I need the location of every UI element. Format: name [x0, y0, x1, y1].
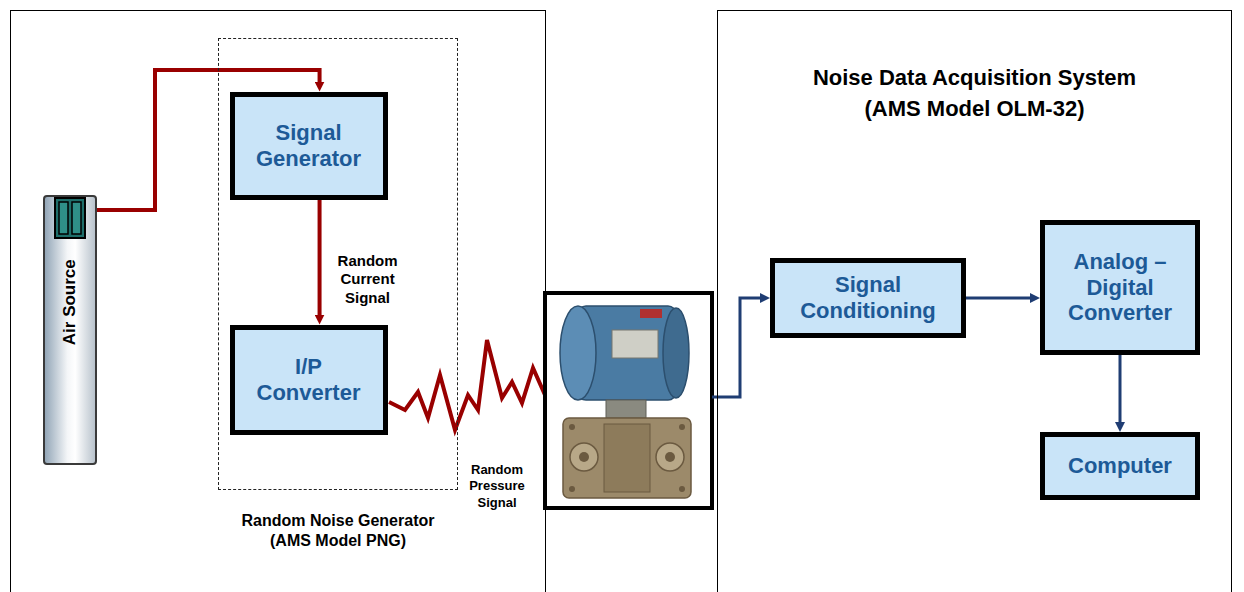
transmitter-neck	[606, 400, 646, 418]
process-port	[570, 443, 598, 471]
pressure-transmitter	[545, 293, 712, 508]
process-box: I/P Converter	[230, 325, 388, 435]
signal-label: Random Pressure Signal	[462, 462, 532, 511]
valve-slot	[72, 202, 81, 234]
box-label: I/P Converter	[249, 354, 369, 406]
box-label: Signal Generator	[249, 120, 369, 172]
bolt-head	[569, 424, 575, 430]
generator-panel	[11, 11, 546, 592]
pressure-signal-wave	[389, 340, 553, 430]
box-label: Signal Conditioning	[783, 272, 953, 324]
port-hole	[665, 452, 675, 462]
bolt-head	[569, 486, 575, 492]
port-hole	[579, 452, 589, 462]
air-source-cylinder: Air Source	[43, 195, 97, 465]
valve-slot	[59, 202, 68, 234]
housing-cover	[663, 308, 689, 398]
signal-wire	[712, 298, 764, 397]
process-box: Computer	[1040, 432, 1200, 500]
sensor-body	[604, 424, 650, 492]
housing-cover	[560, 306, 596, 400]
process-box: Analog – Digital Converter	[1040, 220, 1200, 355]
box-label: Computer	[1068, 453, 1172, 479]
valve-cap	[55, 198, 85, 238]
signal-label: Random Current Signal	[333, 252, 403, 308]
cylinder-body	[44, 196, 96, 464]
process-port	[656, 443, 684, 471]
sensor-flange	[563, 418, 691, 498]
name-plate	[612, 330, 658, 358]
process-box: Signal Conditioning	[770, 258, 966, 338]
wire	[640, 309, 662, 318]
signal-arrow	[318, 200, 322, 319]
generator-group: Random Noise Generator (AMS Model PNG)Si…	[218, 38, 458, 490]
bolt-head	[679, 486, 685, 492]
signal-arrow	[966, 297, 1034, 300]
system-panel: Noise Data Acquisition System (AMS Model…	[717, 10, 1232, 592]
box-label: Analog – Digital Converter	[1055, 249, 1185, 327]
node-heading: Noise Data Acquisition System (AMS Model…	[800, 63, 1150, 125]
process-box: Signal Generator	[230, 92, 388, 200]
node-heading: Random Noise Generator (AMS Model PNG)	[233, 511, 443, 551]
signal-arrow	[1119, 355, 1122, 426]
node-heading: Air Source	[60, 259, 80, 345]
transmitter-frame	[545, 293, 712, 508]
bolt-head	[679, 424, 685, 430]
